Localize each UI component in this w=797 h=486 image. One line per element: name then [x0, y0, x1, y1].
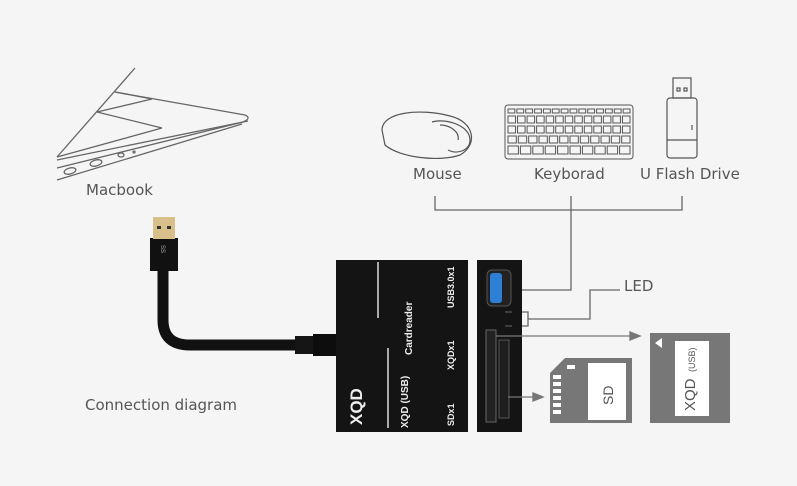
keyboard-key — [519, 145, 532, 155]
keyboard-key — [517, 135, 528, 144]
keyboard-key — [507, 145, 519, 155]
keyboard-key — [555, 115, 564, 124]
keyboard-key — [606, 145, 619, 155]
xqd-card-icon — [650, 333, 730, 423]
keyboard-key — [526, 125, 536, 134]
keyboard-key — [544, 145, 557, 155]
keyboard-icon — [504, 104, 634, 160]
connection-diagram-label: Connection diagram — [85, 396, 238, 414]
keyboard-key — [574, 115, 583, 124]
keyboard-key — [525, 108, 534, 114]
keyboard-key — [583, 125, 593, 134]
port-xqd: XQDx1 — [446, 340, 456, 370]
keyboard-key — [548, 135, 559, 144]
keyboard-key — [507, 125, 517, 134]
keyboard-key — [594, 145, 606, 155]
keyboard-key — [612, 115, 621, 124]
keyboard-key — [507, 135, 517, 144]
keyboard-key — [593, 125, 602, 134]
keyboard-key — [621, 115, 631, 124]
device-model: XQD (USB) — [400, 375, 411, 428]
keyboard-key — [536, 115, 545, 124]
mouse-label: Mouse — [413, 165, 462, 183]
flash-drive-icon — [666, 77, 698, 159]
card-arrows — [496, 331, 642, 402]
keyboard-key — [555, 125, 564, 134]
keyboard-key — [536, 125, 545, 134]
keyboard-key — [600, 135, 610, 144]
keyboard-key — [526, 115, 536, 124]
keyboard-key — [564, 125, 574, 134]
keyboard-key — [590, 135, 600, 144]
keyboard-key — [604, 108, 613, 114]
macbook-label: Macbook — [86, 181, 153, 199]
xqd-card-sublabel: (USB) — [687, 347, 697, 373]
led-label: LED — [624, 277, 654, 295]
keyboard-key — [516, 108, 525, 114]
keyboard-key — [532, 145, 544, 155]
keyboard-key — [602, 125, 612, 134]
mouse-icon — [381, 111, 473, 159]
keyboard-key — [545, 125, 555, 134]
device-brand: XQD — [347, 388, 366, 425]
keyboard-key — [610, 135, 621, 144]
peripheral-connector-lines — [434, 196, 683, 327]
keyboard-key — [528, 135, 538, 144]
keyboard-key — [612, 125, 621, 134]
card-reader-device — [336, 260, 522, 432]
keyboard-key — [569, 145, 581, 155]
keyboard-key — [596, 108, 604, 114]
keyboard-key — [581, 145, 594, 155]
keyboard-key — [542, 108, 551, 114]
keyboard-key — [569, 108, 578, 114]
svg-text:SS: SS — [159, 245, 165, 253]
keyboard-key — [557, 145, 569, 155]
keyboard-key — [569, 135, 579, 144]
keyboard-key — [551, 108, 560, 114]
keyboard-key — [619, 145, 631, 155]
port-sd: SDx1 — [446, 403, 456, 426]
usb-cable: SS — [150, 217, 338, 356]
keyboard-key — [507, 108, 516, 114]
keyboard-key — [507, 115, 517, 124]
device-type: Cardreader — [404, 301, 415, 355]
sd-card-icon — [550, 358, 632, 423]
keyboard-key — [538, 135, 548, 144]
keyboard-key — [559, 135, 569, 144]
keyboard-key — [587, 108, 596, 114]
keyboard-key — [583, 115, 593, 124]
keyboard-key — [621, 135, 631, 144]
keyboard-key — [613, 108, 622, 114]
keyboard-key — [560, 108, 569, 114]
port-usb: USB3.0x1 — [446, 266, 456, 308]
keyboard-key — [578, 108, 587, 114]
keyboard-key — [534, 108, 542, 114]
keyboard-key — [622, 108, 631, 114]
keyboard-key — [579, 135, 590, 144]
flash-drive-label: U Flash Drive — [640, 165, 740, 183]
keyboard-key — [593, 115, 602, 124]
keyboard-label: Keyborad — [534, 165, 605, 183]
keyboard-key — [621, 125, 631, 134]
keyboard-key — [602, 115, 612, 124]
keyboard-key — [564, 115, 574, 124]
sd-card-label: SD — [600, 385, 616, 405]
xqd-card-label: XQD — [682, 378, 699, 411]
keyboard-key — [574, 125, 583, 134]
keyboard-key — [517, 115, 526, 124]
keyboard-key — [517, 125, 526, 134]
keyboard-key — [545, 115, 555, 124]
macbook-icon — [56, 67, 249, 181]
